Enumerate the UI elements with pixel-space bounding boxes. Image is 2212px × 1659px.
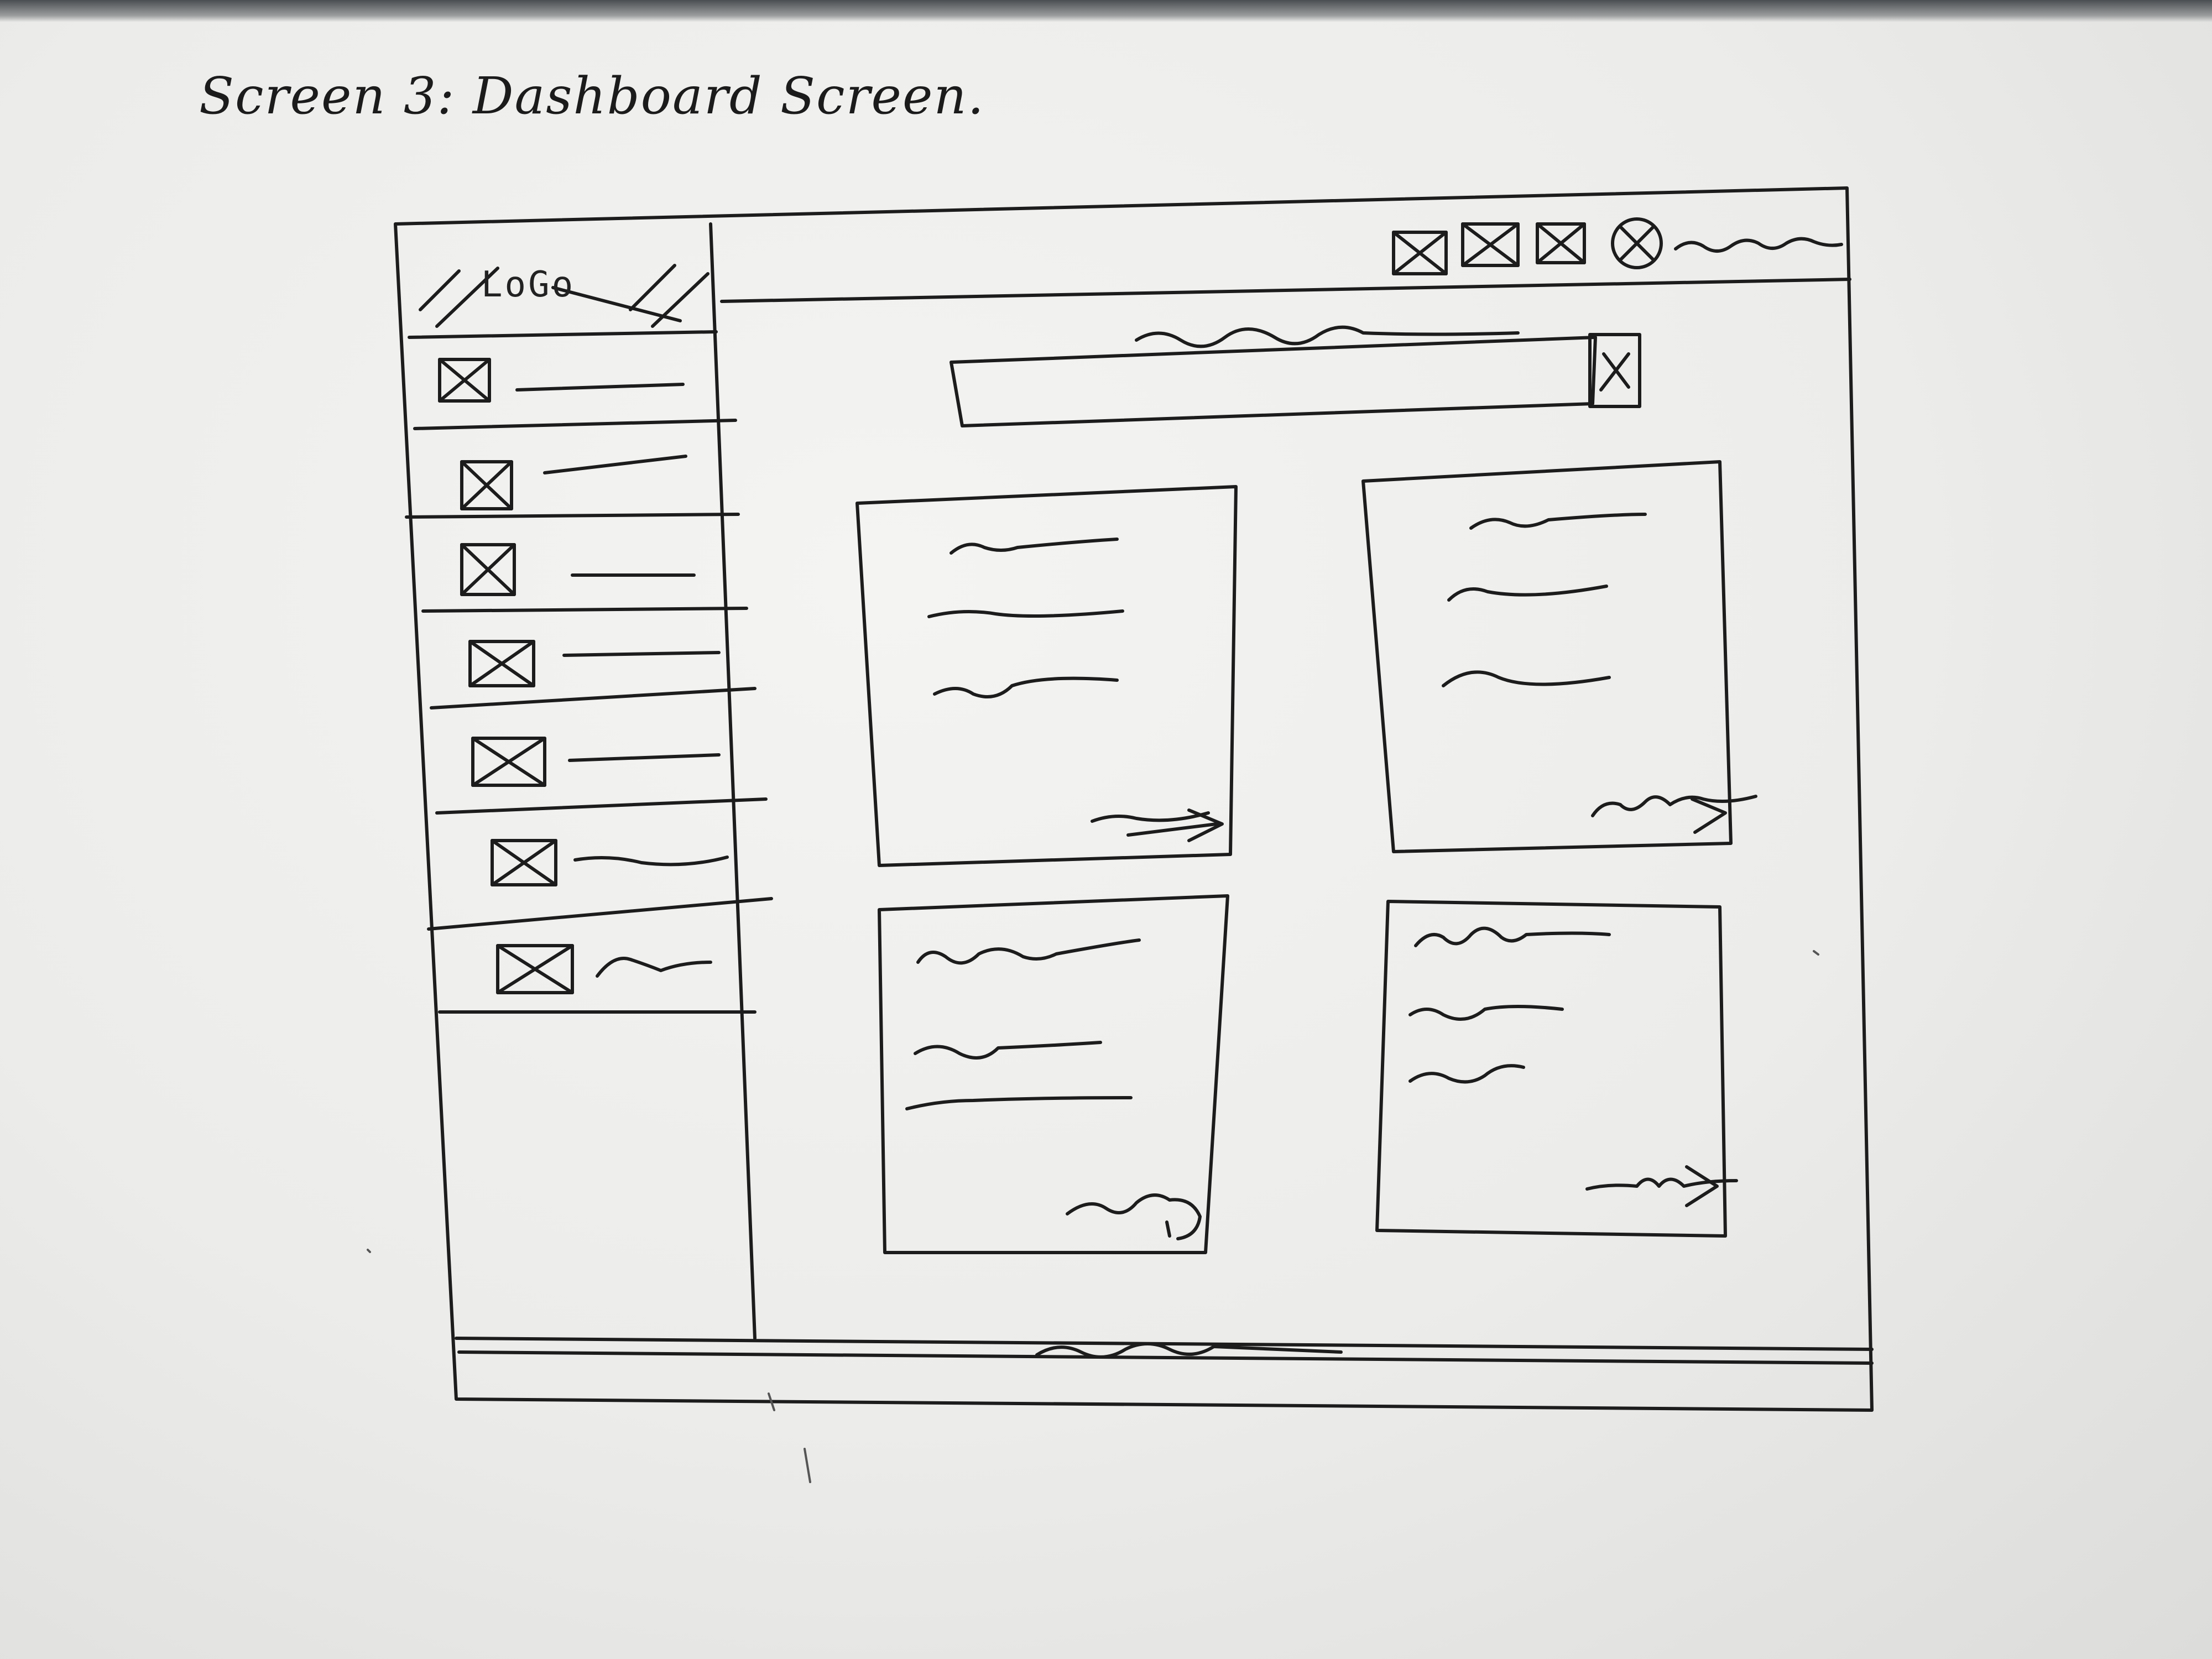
card-1[interactable]	[855, 485, 1238, 867]
sidebar-item-7[interactable]	[496, 944, 712, 994]
search-bar[interactable]	[950, 333, 1641, 427]
card-4[interactable]	[1375, 900, 1738, 1238]
avatar-icon[interactable]	[1611, 217, 1663, 269]
sidebar-item-5[interactable]	[471, 737, 721, 787]
screen-frame	[394, 186, 1874, 1412]
card-2-arrow-icon[interactable]	[1591, 795, 1757, 834]
header-icon-1[interactable]	[1392, 231, 1448, 275]
sidebar-item-1[interactable]	[438, 358, 685, 403]
page-title-scribble	[1135, 325, 1520, 348]
card-1-arrow-icon[interactable]	[1091, 808, 1224, 842]
header-icon-2[interactable]	[1461, 222, 1520, 267]
card-2[interactable]	[1361, 460, 1757, 853]
header-icon-3[interactable]	[1536, 222, 1586, 264]
logo-area	[408, 264, 718, 339]
header-bar	[720, 217, 1851, 303]
sidebar-item-2[interactable]	[460, 455, 687, 510]
sketch-caption: Screen 3: Dashboard Screen.	[199, 66, 985, 126]
paper-marks	[367, 950, 1819, 1483]
paper-top-edge	[0, 0, 2212, 22]
card-3-arrow-icon[interactable]	[1066, 1193, 1202, 1240]
card-4-arrow-icon[interactable]	[1585, 1165, 1738, 1207]
footer-bar	[457, 1342, 1874, 1365]
sidebar-item-3[interactable]	[460, 543, 696, 596]
search-close-icon[interactable]	[1588, 333, 1641, 408]
card-3[interactable]	[878, 894, 1229, 1254]
user-name-scribble[interactable]	[1674, 237, 1843, 253]
sidebar-item-4[interactable]	[468, 640, 721, 687]
sidebar-item-6[interactable]	[491, 839, 729, 886]
logo[interactable]: LoGo	[481, 264, 576, 305]
sidebar	[405, 222, 1874, 1351]
